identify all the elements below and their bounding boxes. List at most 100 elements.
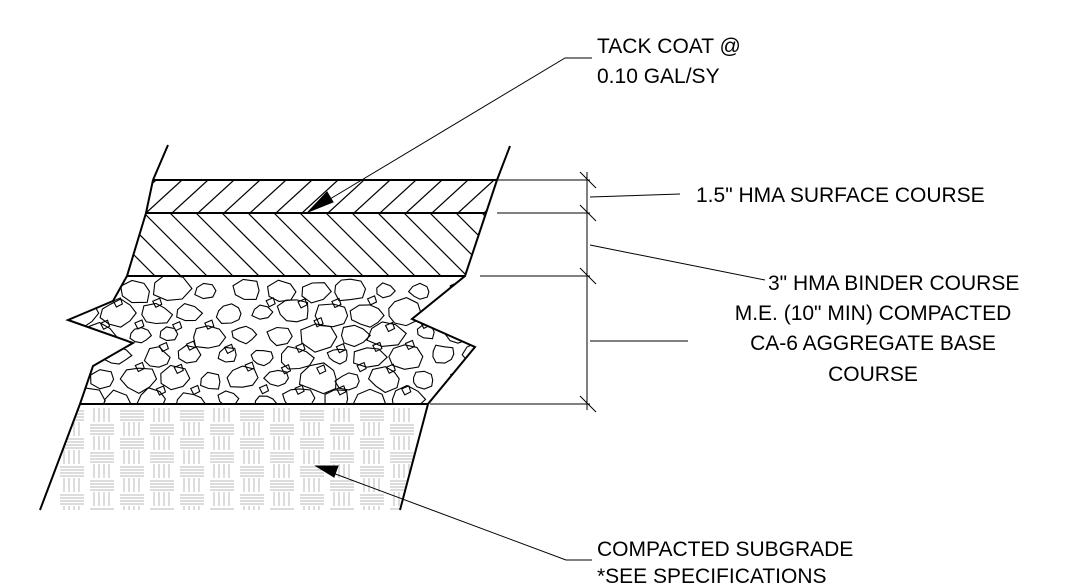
tick-surface — [579, 204, 597, 222]
aggregate-base-stones — [68, 276, 510, 418]
tack-coat-label-line2: 0.10 GAL/SY — [597, 65, 720, 88]
aggregate-stone — [407, 282, 430, 300]
surface-hatch-line — [510, 180, 546, 213]
dimension-lines — [430, 171, 597, 413]
aggregate-stone — [314, 303, 349, 328]
aggregate-stone — [82, 281, 108, 301]
surface-hatch-line — [197, 180, 235, 213]
aggregate-pebble — [372, 341, 383, 353]
aggregate-pebble — [295, 342, 306, 354]
surface-hatch-line — [405, 180, 443, 213]
subgrade-label-line1: COMPACTED SUBGRADE — [597, 538, 853, 561]
aggregate-stone — [120, 279, 150, 304]
binder-hatch-line — [247, 213, 312, 276]
subgrade-label-line2: *SEE SPECIFICATIONS — [597, 565, 827, 585]
binder-hatch-line — [534, 213, 597, 276]
aggregate-pebble — [223, 343, 235, 355]
aggregate-pebble — [189, 384, 201, 396]
aggregate-pebble — [385, 363, 396, 374]
aggregate-stone — [129, 327, 153, 344]
binder-course-label: 3" HMA BINDER COURSE — [768, 272, 1019, 295]
aggregate-stone — [250, 349, 274, 367]
aggregate-stone — [391, 384, 427, 404]
binder-hatch-line — [127, 213, 130, 276]
aggregate-pebble — [315, 364, 327, 375]
binder-hatch-line — [351, 213, 416, 276]
aggregate-stone — [267, 279, 297, 302]
aggregate-pebble — [313, 317, 324, 328]
aggregate-stone — [176, 302, 204, 322]
surface-hatch-line — [353, 180, 391, 213]
aggregate-pebble — [204, 319, 215, 330]
aggregate-pebble — [501, 409, 510, 418]
aggregate-stone — [266, 326, 293, 347]
binder-hatch-line — [455, 213, 486, 276]
surface-course-label: 1.5" HMA SURFACE COURSE — [696, 184, 985, 207]
binder-hatch-line — [169, 213, 234, 276]
tick-top — [579, 171, 597, 189]
binder-hatch-line — [127, 213, 156, 276]
aggregate-stone — [412, 370, 434, 390]
binder-hatch-line — [299, 213, 364, 276]
aggregate-stone — [68, 283, 76, 299]
aggregate-pebble — [331, 297, 342, 309]
aggregate-pebble — [158, 341, 170, 353]
aggregate-pebble — [297, 298, 308, 309]
base-course-label-line2: CA-6 AGGREGATE BASE — [750, 332, 996, 355]
aggregate-stone — [90, 369, 115, 390]
aggregate-stone — [215, 303, 242, 324]
aggregate-stone — [334, 278, 367, 302]
aggregate-stone — [388, 344, 424, 370]
leader-lines — [307, 57, 766, 561]
aggregate-pebble — [400, 385, 412, 396]
aggregate-stone — [200, 371, 221, 390]
aggregate-pebble — [265, 296, 276, 308]
aggregate-pebble — [152, 297, 163, 309]
aggregate-stone — [159, 326, 179, 342]
surface-hatch-line — [223, 180, 261, 213]
aggregate-stone — [68, 345, 95, 369]
aggregate-stone — [461, 341, 475, 366]
surface-hatch-line — [301, 180, 339, 213]
surface-hatch-line — [327, 180, 365, 213]
aggregate-pebble — [169, 406, 178, 415]
binder-hatch-line — [273, 213, 338, 276]
aggregate-stone — [160, 364, 191, 391]
base-course-label-line1: M.E. (10" MIN) COMPACTED — [735, 302, 1012, 325]
aggregate-stone — [463, 299, 475, 322]
aggregate-pebble — [496, 362, 505, 371]
surface-hatch-line — [379, 180, 417, 213]
right-section-edge — [399, 145, 511, 511]
aggregate-stone — [432, 344, 455, 364]
aggregate-stone — [300, 323, 338, 353]
aggregate-pebble — [75, 341, 87, 352]
binder-hatch-line — [508, 213, 571, 276]
surface-hatch-line — [431, 180, 469, 213]
subgrade-leader — [329, 471, 592, 561]
surface-hatch-line — [171, 180, 209, 213]
aggregate-stone — [101, 389, 132, 404]
aggregate-stone — [251, 304, 274, 320]
surface-hatch-line — [146, 180, 183, 213]
aggregate-stone — [340, 324, 372, 348]
aggregate-pebble — [460, 318, 471, 330]
aggregate-stone — [217, 346, 237, 363]
tack-coat-leader — [319, 57, 592, 206]
left-section-edge — [39, 144, 169, 511]
aggregate-pebble — [155, 385, 167, 396]
binder-hatch-line — [325, 213, 390, 276]
aggregate-stone — [334, 372, 360, 391]
aggregate-pebble — [336, 385, 347, 396]
aggregate-stone — [99, 298, 137, 328]
binder-hatch-line — [403, 213, 468, 276]
aggregate-pebble — [134, 319, 145, 330]
aggregate-pebble — [81, 297, 93, 309]
binder-leader — [589, 244, 766, 281]
aggregate-pebble — [258, 383, 270, 395]
aggregate-stone — [353, 347, 388, 368]
aggregate-stone — [367, 366, 400, 394]
aggregate-stone — [193, 325, 227, 349]
aggregate-pebble — [356, 361, 367, 373]
aggregate-pebble — [171, 320, 183, 332]
